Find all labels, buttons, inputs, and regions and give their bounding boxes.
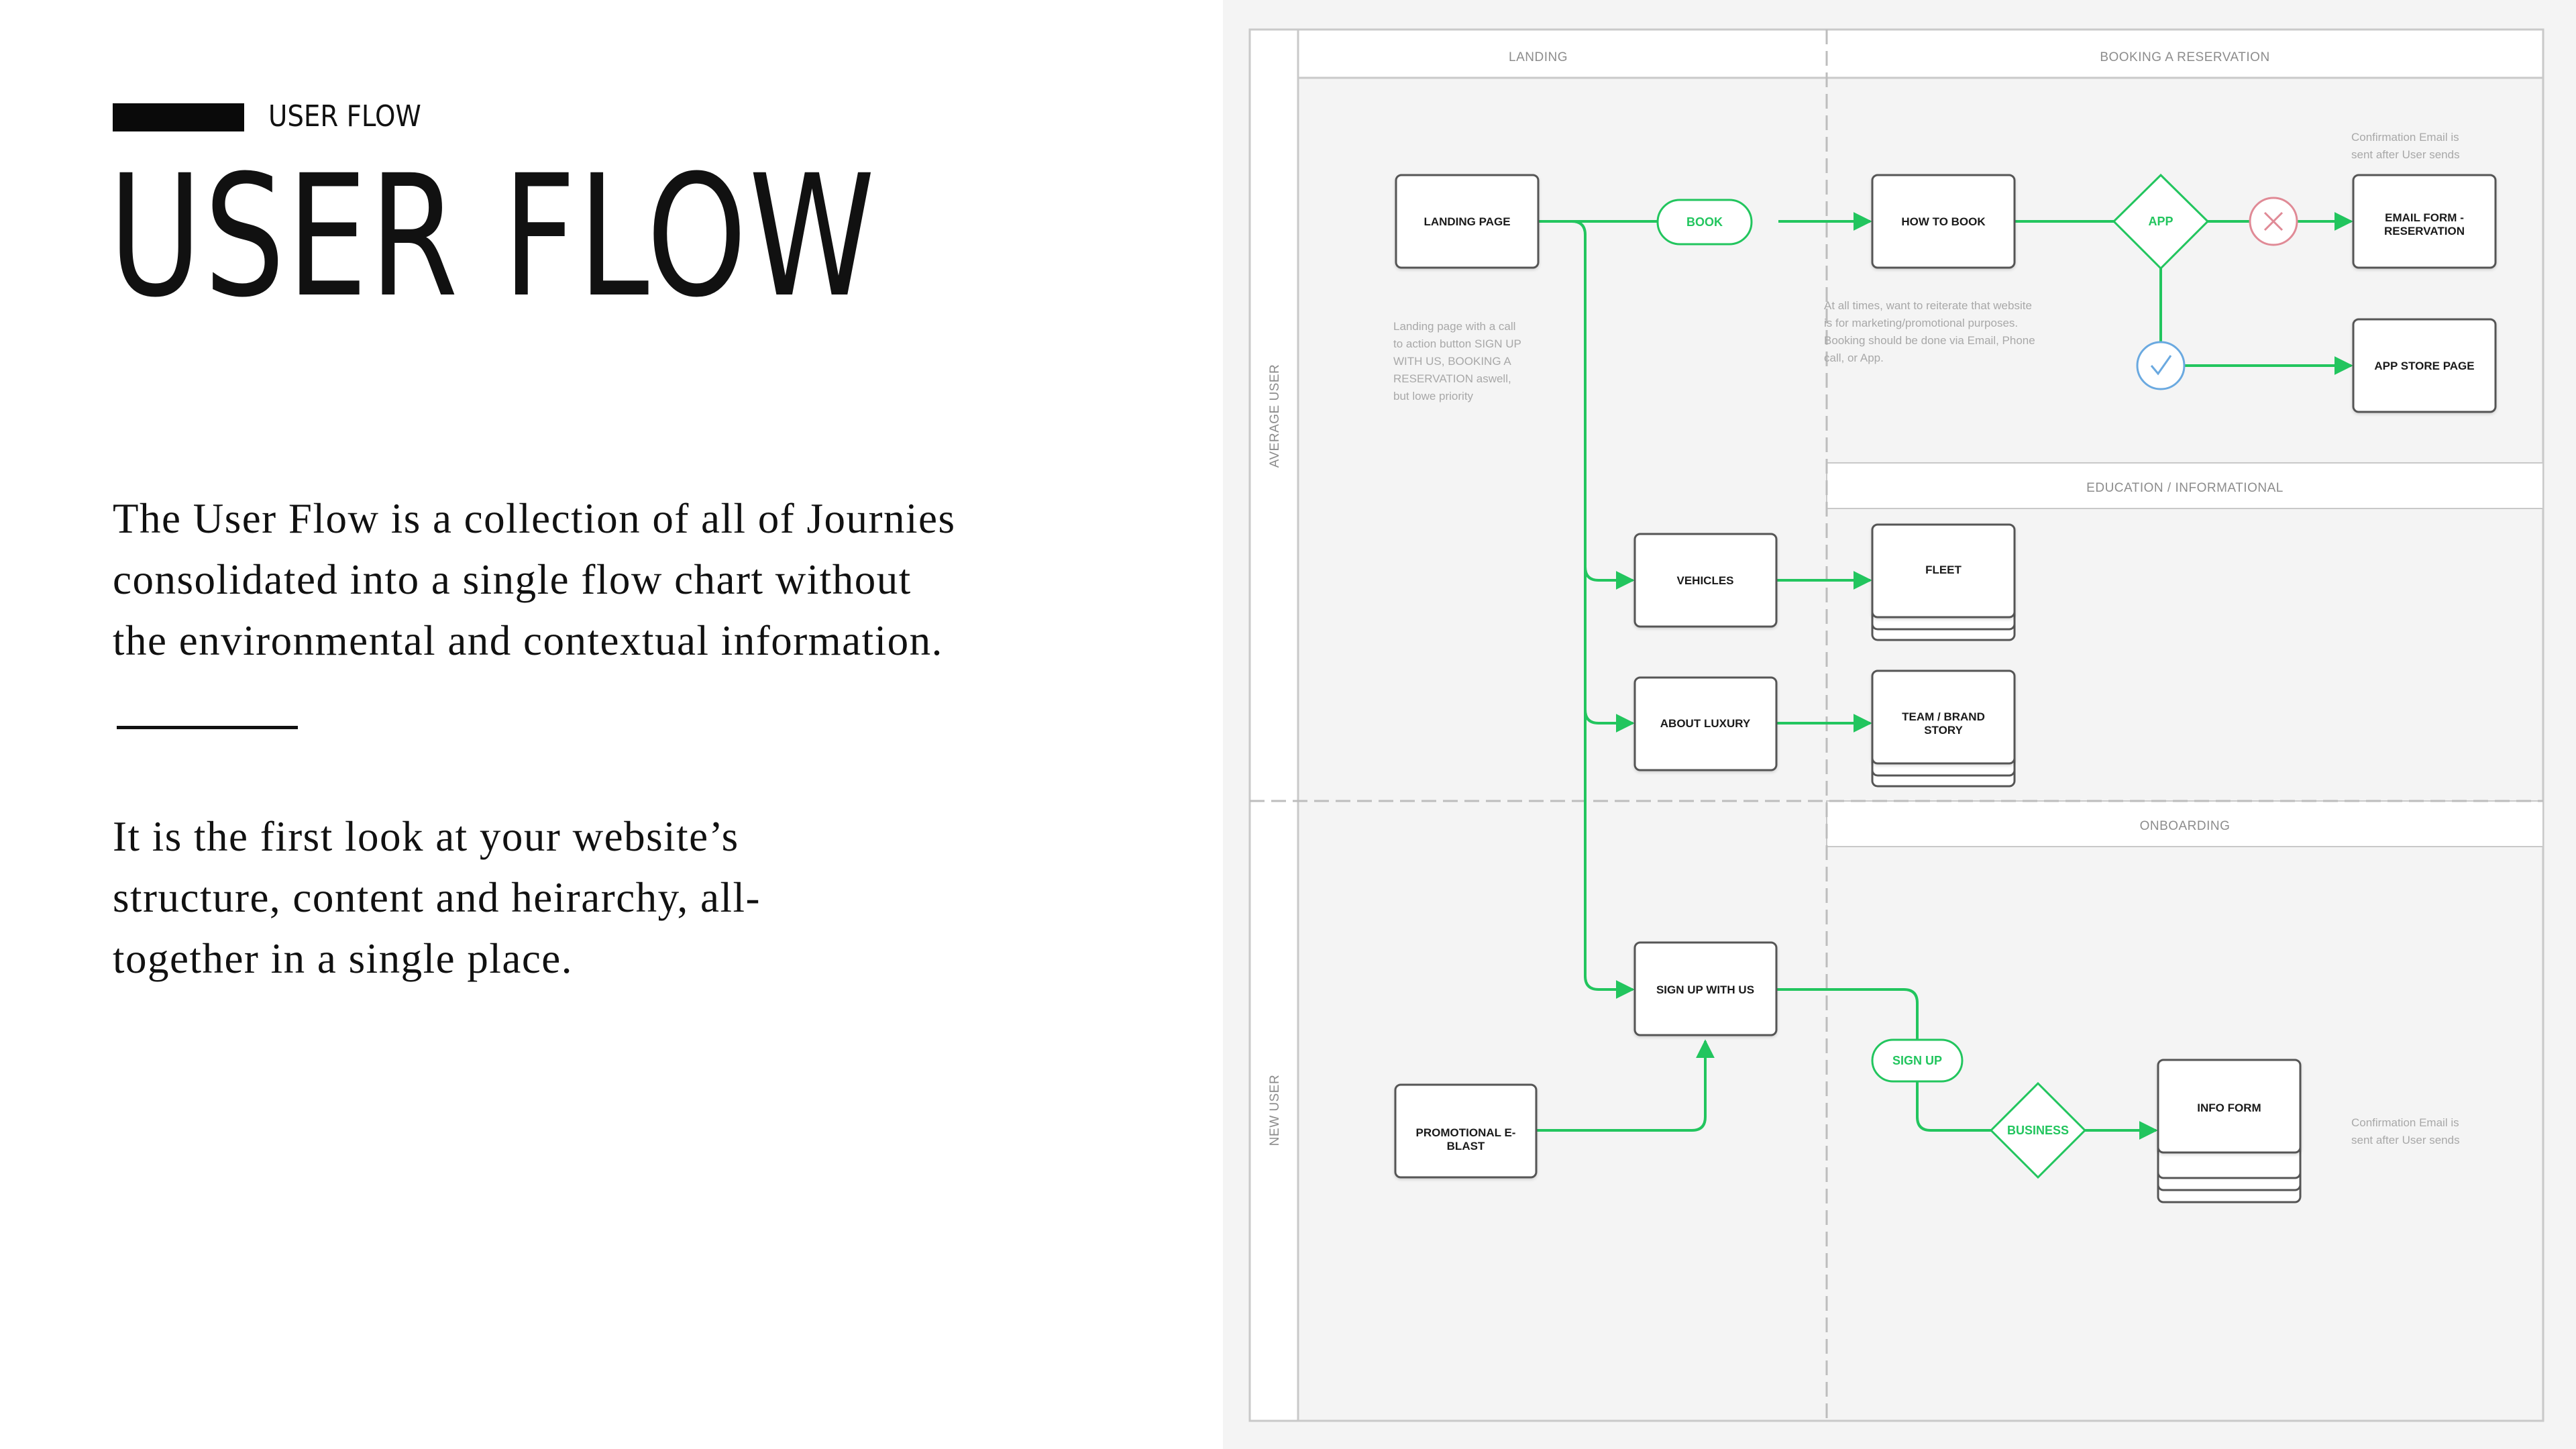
node-email-form-reservation: EMAIL FORM - RESERVATION (2352, 174, 2497, 269)
svg-text:ABOUT LUXURY: ABOUT LUXURY (1660, 717, 1751, 730)
lane-title-landing: LANDING (1509, 50, 1568, 64)
note-landing: Landing page with a call to action butto… (1393, 320, 1521, 402)
node-info-form: INFO FORM (2157, 1059, 2302, 1203)
svg-text:STORY: STORY (1924, 724, 1963, 737)
svg-text:sent after User sends: sent after User sends (2351, 1134, 2460, 1146)
lane-title-onboarding: ONBOARDING (2140, 819, 2231, 833)
svg-text:TEAM / BRAND: TEAM / BRAND (1902, 710, 1985, 723)
lane-title-booking: BOOKING A RESERVATION (2100, 50, 2269, 64)
node-vehicles: VEHICLES (1633, 533, 1778, 628)
intro-paragraph-1: The User Flow is a collection of all of … (113, 495, 956, 664)
svg-text:sent after User sends: sent after User sends (2351, 148, 2460, 161)
svg-text:At all times, want to reiterat: At all times, want to reiterate that web… (1824, 299, 2032, 312)
lane-title-education: EDUCATION / INFORMATIONAL (2086, 481, 2284, 495)
connector-signup-to-business (1916, 1080, 1991, 1132)
svg-text:WITH US, BOOKING A: WITH US, BOOKING A (1393, 355, 1511, 368)
node-promotional-e-blast: PROMOTIONAL E- BLAST (1394, 1083, 1538, 1179)
node-how-to-book: HOW TO BOOK (1871, 174, 2016, 269)
svg-text:BUSINESS: BUSINESS (2007, 1124, 2069, 1137)
lane-title-new-user: NEW USER (1268, 1075, 1282, 1146)
page-title: USER FLOW (109, 139, 877, 334)
svg-text:to action button SIGN UP: to action button SIGN UP (1393, 337, 1521, 350)
node-label: LANDING PAGE (1424, 215, 1510, 228)
node-sign-up-with-us: SIGN UP WITH US (1633, 941, 1778, 1036)
svg-text:APP STORE PAGE: APP STORE PAGE (2374, 360, 2474, 372)
svg-text:Booking should be done via Ema: Booking should be done via Email, Phone (1824, 334, 2035, 347)
svg-text:RESERVATION aswell,: RESERVATION aswell, (1393, 372, 1511, 385)
node-fleet: FLEET (1871, 523, 2016, 641)
svg-text:BOOK: BOOK (1686, 215, 1723, 229)
connector-landing-spine (1538, 220, 1635, 999)
note-booking: At all times, want to reiterate that web… (1824, 299, 2035, 364)
intro-panel: USER FLOW USER FLOW The User Flow is a c… (0, 0, 1221, 1449)
node-team-brand-story: TEAM / BRAND STORY (1871, 669, 2016, 788)
decision-business: BUSINESS (1989, 1081, 2087, 1179)
svg-text:HOW TO BOOK: HOW TO BOOK (1901, 215, 1986, 228)
divider (117, 726, 298, 729)
note-confirmation-top: Confirmation Email is sent after User se… (2351, 131, 2460, 161)
svg-text:APP: APP (2148, 215, 2173, 228)
svg-text:VEHICLES: VEHICLES (1676, 574, 1733, 587)
eyebrow-label: USER FLOW (268, 99, 421, 133)
svg-text:RESERVATION: RESERVATION (2384, 225, 2465, 237)
connector-spine-to-vehicles (1584, 566, 1635, 590)
pill-sign-up: SIGN UP (1871, 1038, 1964, 1083)
connector-promo-to-signup-with-us (1536, 1039, 1715, 1132)
svg-text:SIGN UP: SIGN UP (1892, 1054, 1942, 1067)
svg-text:SIGN UP WITH US: SIGN UP WITH US (1656, 983, 1754, 996)
svg-text:EMAIL FORM -: EMAIL FORM - (2385, 211, 2464, 224)
reject-icon (2249, 197, 2298, 246)
svg-text:PROMOTIONAL E-: PROMOTIONAL E- (1416, 1126, 1516, 1139)
node-landing-page: LANDING PAGE (1395, 174, 1540, 269)
svg-text:but lowe priority: but lowe priority (1393, 390, 1474, 402)
lane-title-average-user: AVERAGE USER (1268, 364, 1282, 468)
svg-text:Confirmation Email is: Confirmation Email is (2351, 1116, 2459, 1129)
decision-app: APP (2112, 173, 2210, 270)
connector-signup-with-us-to-signup (1776, 988, 1919, 1040)
pill-book: BOOK (1656, 199, 1753, 246)
svg-text:BLAST: BLAST (1447, 1140, 1485, 1152)
svg-text:INFO FORM: INFO FORM (2197, 1102, 2261, 1114)
node-app-store-page: APP STORE PAGE (2352, 318, 2497, 413)
connectors (1536, 212, 2353, 1140)
svg-text:FLEET: FLEET (1925, 564, 1962, 576)
node-about-luxury: ABOUT LUXURY (1633, 676, 1778, 771)
svg-text:Confirmation Email is: Confirmation Email is (2351, 131, 2459, 144)
intro-paragraph-2: It is the first look at your website’s s… (113, 813, 761, 982)
connector-spine-to-about (1584, 709, 1635, 733)
eyebrow-bar (113, 103, 244, 131)
svg-text:is for marketing/promotional p: is for marketing/promotional purposes. (1824, 317, 2018, 329)
svg-text:Landing page with a call: Landing page with a call (1393, 320, 1515, 333)
note-confirmation-bottom: Confirmation Email is sent after User se… (2351, 1116, 2460, 1146)
svg-text:call, or App.: call, or App. (1824, 352, 1884, 364)
confirm-icon (2136, 341, 2186, 390)
